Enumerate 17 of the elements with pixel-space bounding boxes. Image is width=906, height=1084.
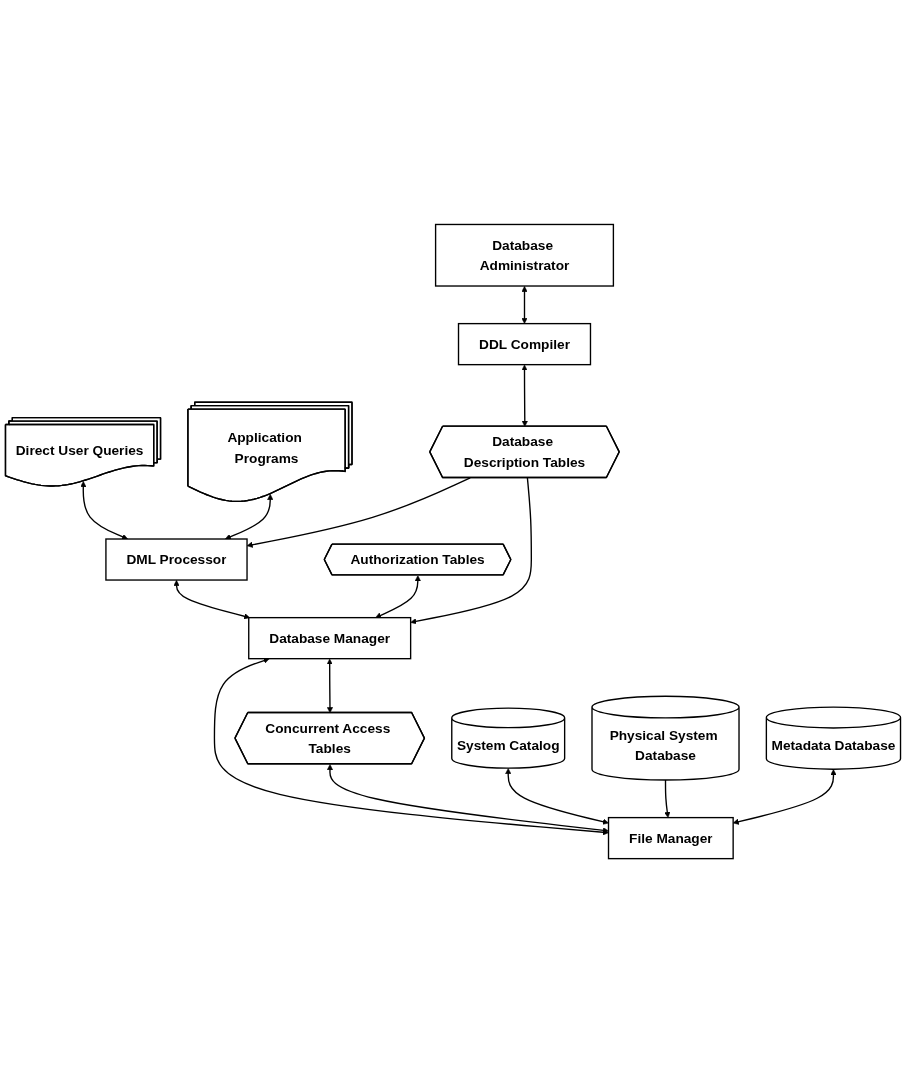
- arrow: [521, 365, 528, 428]
- arrow: [173, 580, 251, 620]
- arrow: [224, 494, 274, 541]
- arrow: [326, 764, 609, 834]
- arrow: [375, 575, 421, 619]
- arrow: [521, 286, 528, 325]
- node-box: Database Manager: [248, 617, 412, 660]
- node-box: DML Processor: [105, 538, 248, 582]
- arrow: [505, 768, 609, 826]
- arrow: [326, 659, 333, 714]
- arrow: [664, 779, 671, 819]
- node-box: File Manager: [607, 817, 734, 860]
- node-box: Database Administrator: [434, 224, 615, 288]
- arrow: [213, 658, 609, 836]
- node-box: DDL Compiler: [457, 323, 592, 366]
- arrow: [80, 481, 128, 541]
- arrow: [410, 477, 532, 625]
